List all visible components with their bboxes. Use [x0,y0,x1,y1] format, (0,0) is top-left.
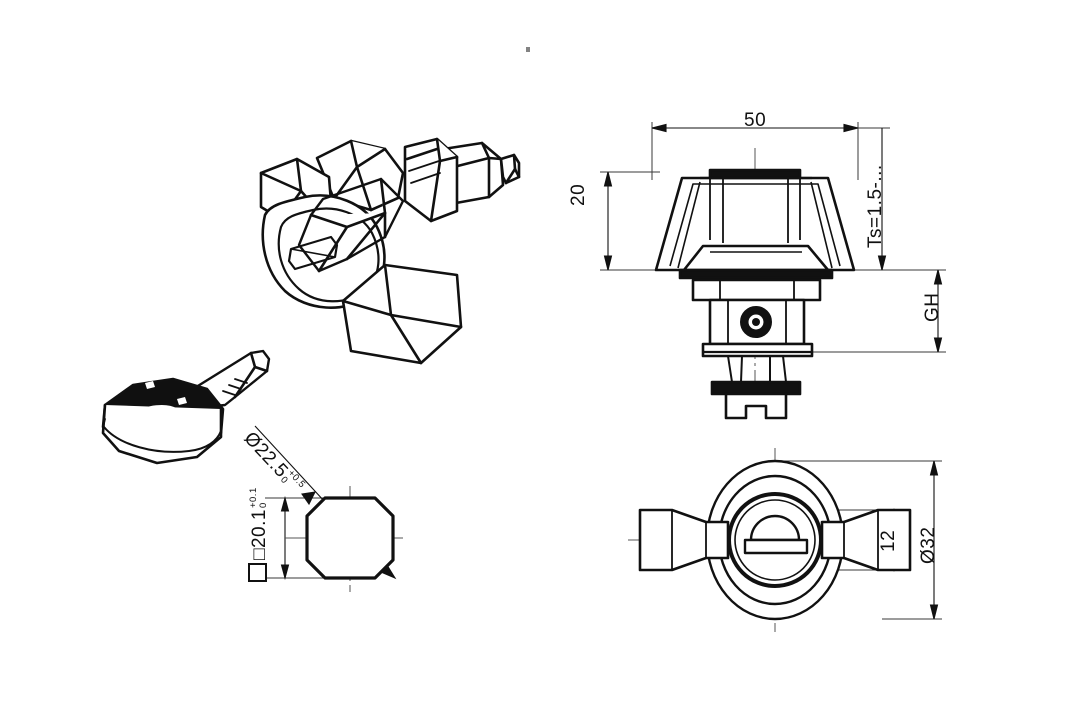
dim-thickness-ts: Ts=1.5-... [865,164,886,248]
dim-knob-width-12: 12 [878,529,899,552]
dim-cutout-square-value: □20.1 [249,509,270,560]
front-elevation-view: 50 20 Ts=1.5-... GH [560,100,980,420]
dim-height-20: 20 [568,183,589,206]
isometric-view [85,115,525,465]
plan-knob-view: 12 Ø32 [620,440,960,640]
tol-lower: 0 [257,502,269,509]
scan-speck [526,47,530,52]
dim-width-50: 50 [744,110,767,131]
dim-knob-diameter-32: Ø32 [918,526,939,564]
dim-grip-height-gh: GH [922,292,943,323]
